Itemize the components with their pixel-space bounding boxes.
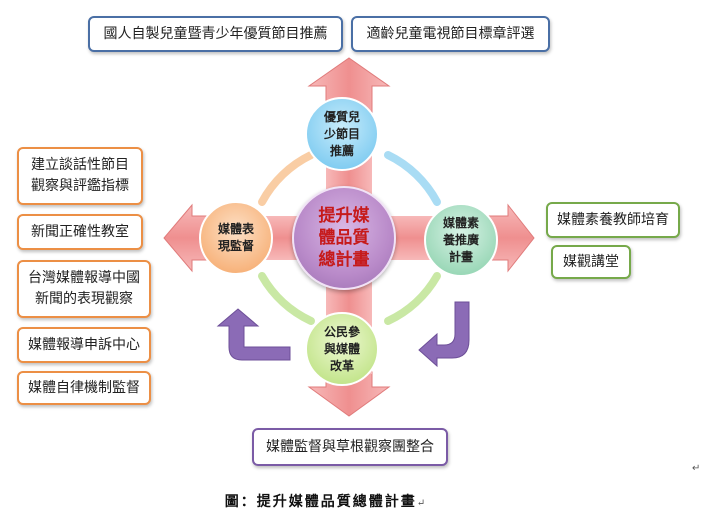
curved-arrow-right <box>418 301 470 368</box>
ring-segment-orange-top <box>258 151 315 206</box>
left-box-4: 媒體報導申訴中心 <box>17 327 151 363</box>
curved-arrow-left <box>216 308 291 361</box>
paragraph-mark-icon: ↵ <box>416 498 426 509</box>
top-box-2: 適齡兒童電視節目標章評選 <box>351 16 550 52</box>
figure-caption: 圖：提升媒體品質總體計畫↵ <box>224 494 426 510</box>
left-box-2: 新聞正確性教室 <box>17 214 143 250</box>
left-box-1: 建立談話性節目觀察與評鑑指標 <box>17 147 143 205</box>
right-box-2: 媒觀講堂 <box>551 245 631 279</box>
node-right: 媒體素 養推廣 計畫 <box>424 203 498 277</box>
node-center: 提升媒 體品質 總計畫 <box>292 186 396 290</box>
node-top: 優質兒 少節目 推薦 <box>305 97 379 171</box>
ring-segment-green-left <box>258 272 315 325</box>
left-box-3: 台灣媒體報導中國新聞的表現觀察 <box>17 260 151 318</box>
left-box-5: 媒體自律機制監督 <box>17 371 151 405</box>
top-box-1: 國人自製兒童暨青少年優質節目推薦 <box>88 16 343 52</box>
paragraph-mark-icon: ↵ <box>692 463 701 474</box>
node-bottom: 公民參 與媒體 改革 <box>305 312 379 386</box>
node-left: 媒體表 現監督 <box>199 201 273 275</box>
ring-segment-green-right <box>384 272 441 325</box>
ring-segment-blue <box>384 151 441 206</box>
bottom-box: 媒體監督與草根觀察團整合 <box>252 428 448 466</box>
ring <box>258 151 441 325</box>
right-box-1: 媒體素養教師培育 <box>546 202 680 238</box>
